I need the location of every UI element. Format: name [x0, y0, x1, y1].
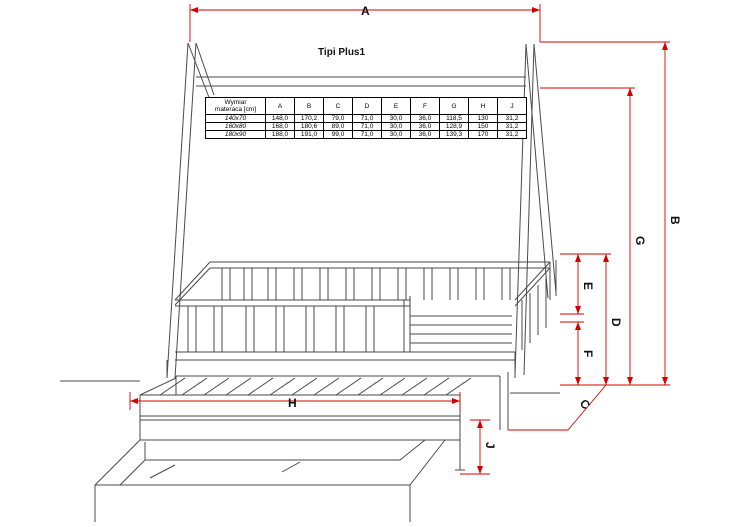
dim-label-g: G — [633, 236, 647, 245]
row-size: 140x70 — [205, 114, 266, 123]
right-tent-pole — [514, 43, 535, 376]
table-cell: 99,0 — [323, 130, 353, 139]
dim-label-j: J — [483, 442, 497, 449]
table-cell: 170 — [468, 130, 498, 139]
front-slats — [187, 306, 375, 352]
table-cell: 71,0 — [352, 130, 382, 139]
bed-outline — [60, 42, 560, 522]
table-cell: 30,0 — [381, 122, 411, 131]
column-header-g: G — [439, 97, 469, 115]
table-row: 160x80 168,0 180,6 89,0 71,0 30,0 36,0 1… — [205, 122, 527, 131]
table-cell: 191,0 — [294, 130, 324, 139]
table-cell: 30,0 — [381, 130, 411, 139]
table-row: 180x90 188,0 191,0 99,0 71,0 30,0 36,0 1… — [205, 130, 527, 139]
dimension-table: Wymiar materaca [cm] A B C D E F G H J 1… — [205, 97, 527, 139]
table-cell: 180,6 — [294, 122, 324, 131]
column-header-e: E — [381, 97, 411, 115]
dim-label-h: H — [288, 396, 297, 410]
table-cell: 89,0 — [323, 122, 353, 131]
bed-frame — [166, 351, 516, 378]
table-cell: 188,0 — [265, 130, 295, 139]
table-cell: 36,0 — [410, 130, 440, 139]
table-cell: 148,0 — [265, 114, 295, 123]
back-slats — [221, 268, 511, 300]
table-cell: 31,2 — [497, 122, 527, 131]
table-header-cell: Wymiar materaca [cm] — [205, 97, 266, 115]
dim-label-d: D — [609, 318, 623, 327]
column-header-f: F — [410, 97, 440, 115]
header-line-2: materaca [cm] — [214, 106, 257, 113]
table-cell: 118,5 — [439, 114, 469, 123]
table-cell: 128,9 — [439, 122, 469, 131]
dim-label-b: B — [668, 216, 682, 225]
dim-label-a: A — [361, 4, 370, 18]
table-cell: 139,3 — [439, 130, 469, 139]
column-header-h: H — [468, 97, 498, 115]
column-header-a: A — [265, 97, 295, 115]
table-cell: 31,2 — [497, 130, 527, 139]
header-line-1: Wymiar — [224, 99, 247, 106]
table-cell: 31,2 — [497, 114, 527, 123]
row-size: 180x90 — [205, 130, 266, 139]
table-cell: 150 — [468, 122, 498, 131]
dim-label-c: C — [577, 396, 593, 412]
table-cell: 71,0 — [352, 114, 382, 123]
column-header-b: B — [294, 97, 324, 115]
table-cell: 36,0 — [410, 114, 440, 123]
column-header-j: J — [497, 97, 527, 115]
table-cell: 79,0 — [323, 114, 353, 123]
front-barrier — [175, 296, 411, 352]
trundle-bed — [139, 372, 509, 471]
left-tent-pole — [166, 42, 197, 379]
drawing-title: Tipi Plus1 — [318, 47, 366, 58]
table-cell: 130 — [468, 114, 498, 123]
dimension-lines — [129, 4, 670, 475]
column-header-c: C — [323, 97, 353, 115]
table-row: 140x70 148,0 170,2 79,0 71,0 30,0 36,0 1… — [205, 114, 527, 123]
row-size: 160x80 — [205, 122, 266, 131]
dim-label-e: E — [581, 282, 595, 290]
table-cell: 168,0 — [265, 122, 295, 131]
dim-label-f: F — [581, 350, 595, 357]
ridge-beam — [196, 76, 526, 87]
table-cell: 36,0 — [410, 122, 440, 131]
column-header-d: D — [352, 97, 382, 115]
table-cell: 71,0 — [352, 122, 382, 131]
back-rail — [210, 261, 550, 269]
drawer — [94, 439, 446, 522]
table-header-row: Wymiar materaca [cm] A B C D E F G H J — [205, 97, 527, 115]
table-cell: 30,0 — [381, 114, 411, 123]
table-cell: 170,2 — [294, 114, 324, 123]
